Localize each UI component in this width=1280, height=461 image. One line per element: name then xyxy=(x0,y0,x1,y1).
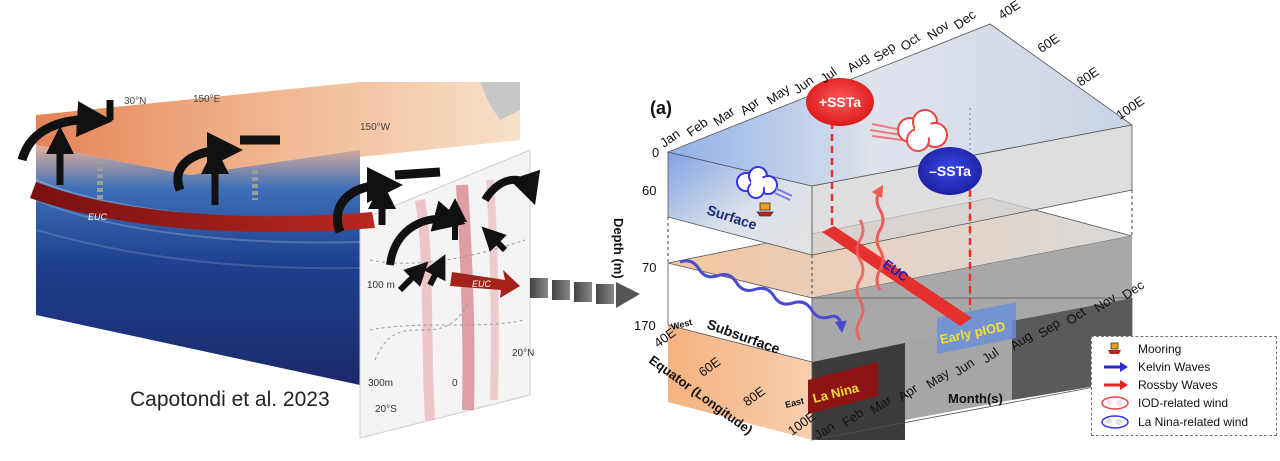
lon-right-100e: 100E xyxy=(1113,93,1147,123)
depth-tick-70: 70 xyxy=(642,260,656,275)
subsurface-front-face xyxy=(668,325,812,440)
section-label-20s: 20°S xyxy=(375,404,397,415)
map-label-150e: 150°E xyxy=(193,94,221,105)
euc-bar xyxy=(822,226,972,326)
right-box-diagram xyxy=(666,23,1133,441)
section-label-0: 0 xyxy=(452,378,458,389)
month-top-sep: Sep xyxy=(871,39,899,65)
la-nina-wind-cloud xyxy=(736,166,793,201)
mooring-marker xyxy=(756,202,774,217)
depth-tick-60: 60 xyxy=(642,183,656,198)
panel-label: (a) xyxy=(650,98,672,118)
month-top-feb: Feb xyxy=(684,114,711,139)
depth-axis-label: Depth (m) xyxy=(611,218,626,279)
section-label-100m: 100 m xyxy=(367,280,395,291)
kelvin-wave xyxy=(679,259,847,334)
depth-tick-0: 0 xyxy=(652,145,659,160)
positive-ssta-ellipse xyxy=(806,78,874,126)
rossby-wave-1 xyxy=(855,219,865,341)
legend-item-iod-wind: IOD-related wind xyxy=(1098,395,1228,411)
map-label-150w: 150°W xyxy=(360,122,391,133)
month-top-oct: Oct xyxy=(897,30,922,54)
legend-item-kelvin: Kelvin Waves xyxy=(1098,359,1210,375)
mooring-icon xyxy=(1098,342,1132,356)
legend-label: Rossby Waves xyxy=(1138,378,1218,392)
map-label-30n: 30°N xyxy=(124,96,146,107)
euc-band-left xyxy=(30,182,375,233)
legend-box: Mooring Kelvin Waves Rossby Waves IOD-re… xyxy=(1091,336,1277,436)
east-label: East xyxy=(784,396,805,410)
red-cloud-icon xyxy=(1098,396,1132,410)
month-top-dec: Dec xyxy=(951,6,979,32)
negative-ssta-ellipse xyxy=(918,147,982,195)
minus-ssta-label: –SSTa xyxy=(929,163,971,179)
map-land xyxy=(480,82,520,120)
month-top-nov: Nov xyxy=(924,17,952,43)
section-label-300m: 300m xyxy=(368,378,393,389)
month-axis-label: Month(s) xyxy=(948,391,1003,406)
month-top-apr: Apr xyxy=(737,94,763,118)
legend-label: Kelvin Waves xyxy=(1138,360,1211,374)
red-arrow-icon xyxy=(1098,378,1132,392)
depth-tick-170: 170 xyxy=(634,318,656,333)
ocean-section-face xyxy=(36,145,360,385)
left-ocean-block xyxy=(17,82,640,439)
month-top-aug: Aug xyxy=(844,50,872,76)
month-top-may: May xyxy=(764,81,793,108)
legend-label: IOD-related wind xyxy=(1138,396,1229,410)
legend-label: Mooring xyxy=(1138,342,1182,356)
euc-arrow-section xyxy=(450,270,520,298)
meridional-section-plane xyxy=(359,149,531,439)
euc-label-section: EUC xyxy=(472,279,492,289)
legend-item-mooring: Mooring xyxy=(1098,341,1181,357)
subsurface-east-face xyxy=(812,236,1132,362)
month-top-jan: Jan xyxy=(657,126,683,150)
blue-arrow-icon xyxy=(1098,360,1132,374)
blue-cloud-icon xyxy=(1098,415,1132,429)
rossby-wave-2 xyxy=(871,184,885,291)
iod-wind-cloud xyxy=(869,109,948,152)
la-nina-box xyxy=(808,362,878,414)
citation-credit: Capotondi et al. 2023 xyxy=(130,388,330,411)
euc-label-left: EUC xyxy=(88,212,108,222)
pipe-connector xyxy=(530,278,640,308)
lon-right-60e: 60E xyxy=(1035,30,1063,56)
legend-item-la-nina-wind: La Nina-related wind xyxy=(1098,414,1248,430)
section-label-20n: 20°N xyxy=(512,348,534,359)
lon-right-80e: 80E xyxy=(1074,64,1102,90)
legend-item-rossby: Rossby Waves xyxy=(1098,377,1218,393)
lon-right-40e: 40E xyxy=(995,0,1023,22)
month-top-mar: Mar xyxy=(710,103,737,129)
map-surface xyxy=(36,82,520,175)
legend-label: La Nina-related wind xyxy=(1138,415,1249,429)
plus-ssta-label: +SSTa xyxy=(819,94,861,110)
